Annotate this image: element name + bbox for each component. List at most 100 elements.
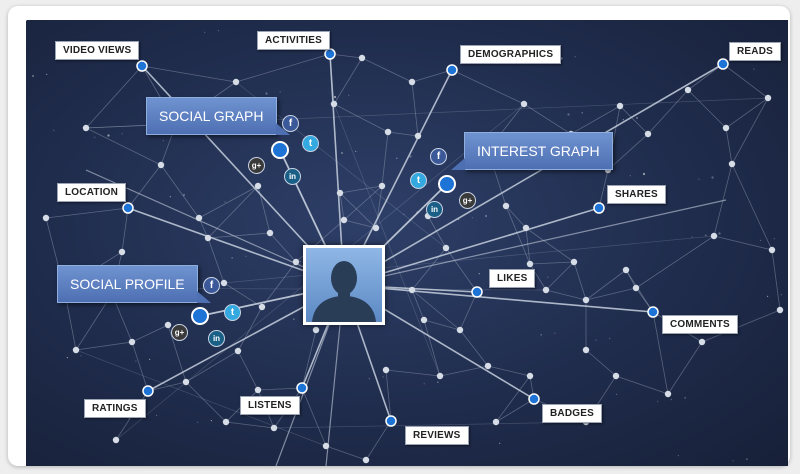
network-canvas: VIDEO VIEWS ACTIVITIES DEMOGRAPHICS READ… xyxy=(26,20,788,466)
network-node xyxy=(340,216,348,224)
network-edge xyxy=(411,289,425,321)
googleplus-icon[interactable]: g+ xyxy=(171,324,188,341)
network-node xyxy=(684,86,692,94)
network-node xyxy=(664,390,672,398)
star-dot xyxy=(705,234,707,236)
network-edge xyxy=(333,103,441,377)
network-node xyxy=(570,258,578,266)
network-edge xyxy=(141,65,237,83)
network-node xyxy=(520,100,528,108)
label-listens: LISTENS xyxy=(240,396,300,415)
star-dot xyxy=(581,112,583,114)
network-edge xyxy=(411,289,461,331)
star-dot xyxy=(547,276,549,278)
label-reads: READS xyxy=(729,42,782,61)
star-dot xyxy=(245,255,247,257)
network-edge xyxy=(333,57,363,105)
star-dot xyxy=(677,455,680,457)
star-dot xyxy=(753,68,755,70)
network-edge xyxy=(445,247,478,293)
data-point-node xyxy=(446,64,458,76)
network-node xyxy=(616,102,624,110)
network-node xyxy=(382,366,390,374)
star-dot xyxy=(300,260,302,262)
data-point-node xyxy=(296,382,308,394)
label-demographics: DEMOGRAPHICS xyxy=(460,45,562,64)
facebook-icon[interactable]: f xyxy=(282,115,299,132)
profile-avatar[interactable] xyxy=(303,245,385,325)
data-point-node xyxy=(324,48,336,60)
network-node xyxy=(195,214,203,222)
network-edge xyxy=(523,103,572,135)
network-edge xyxy=(619,105,649,135)
googleplus-icon[interactable]: g+ xyxy=(459,192,476,209)
network-node xyxy=(420,316,428,324)
callout-social-graph: SOCIAL GRAPH xyxy=(146,97,290,135)
googleplus-icon[interactable]: g+ xyxy=(248,157,265,174)
network-edge xyxy=(273,421,587,429)
facebook-icon[interactable]: f xyxy=(430,148,447,165)
network-node xyxy=(632,284,640,292)
network-node xyxy=(292,258,300,266)
star-dot xyxy=(135,360,137,362)
star-dot xyxy=(340,151,344,155)
network-edge xyxy=(235,53,331,83)
network-edge xyxy=(570,105,621,135)
network-node xyxy=(442,244,450,252)
linkedin-icon[interactable]: in xyxy=(284,168,301,185)
network-edge xyxy=(131,341,149,392)
network-edge xyxy=(343,199,727,286)
network-edge xyxy=(333,103,389,133)
star-dot xyxy=(80,355,82,357)
data-point-node xyxy=(593,202,605,214)
network-edge xyxy=(585,269,627,301)
star-dot xyxy=(595,339,597,341)
twitter-icon[interactable]: t xyxy=(224,304,241,321)
network-edge xyxy=(237,306,263,352)
star-dot xyxy=(53,129,55,131)
label-shares: SHARES xyxy=(607,185,666,204)
label-location: LOCATION xyxy=(57,183,127,202)
network-node xyxy=(378,182,386,190)
network-edge xyxy=(585,287,637,301)
network-edge xyxy=(339,185,383,194)
network-edge xyxy=(185,381,227,423)
network-node xyxy=(408,78,416,86)
data-point-node xyxy=(647,306,659,318)
network-edge xyxy=(635,235,715,289)
network-edge xyxy=(625,269,637,289)
twitter-icon[interactable]: t xyxy=(302,135,319,152)
network-node xyxy=(728,160,736,168)
network-node xyxy=(362,456,370,464)
network-node xyxy=(112,436,120,444)
label-likes: LIKES xyxy=(489,269,536,288)
network-node xyxy=(128,338,136,346)
twitter-icon[interactable]: t xyxy=(410,172,427,189)
network-node xyxy=(456,326,464,334)
star-dot xyxy=(499,442,501,444)
network-node xyxy=(372,224,380,232)
star-dot xyxy=(760,239,762,241)
network-edge xyxy=(423,319,441,377)
network-edge xyxy=(381,131,389,187)
linkedin-icon[interactable]: in xyxy=(426,201,443,218)
network-edge xyxy=(85,169,345,286)
network-node xyxy=(222,418,230,426)
network-edge xyxy=(427,215,447,249)
network-edge xyxy=(529,263,547,291)
network-edge xyxy=(423,319,461,331)
callout-interest-graph: INTEREST GRAPH xyxy=(451,132,613,170)
star-dot xyxy=(210,420,212,422)
linkedin-icon[interactable]: in xyxy=(208,330,225,347)
network-edge xyxy=(525,227,531,265)
facebook-icon[interactable]: f xyxy=(203,277,220,294)
star-dot xyxy=(684,397,686,399)
network-edge xyxy=(585,349,617,377)
star-dot xyxy=(657,400,659,402)
network-edge xyxy=(225,421,275,429)
network-node xyxy=(164,321,172,329)
network-edge xyxy=(495,398,535,423)
star-dot xyxy=(293,318,295,320)
network-node xyxy=(622,266,630,274)
star-dot xyxy=(423,383,425,385)
